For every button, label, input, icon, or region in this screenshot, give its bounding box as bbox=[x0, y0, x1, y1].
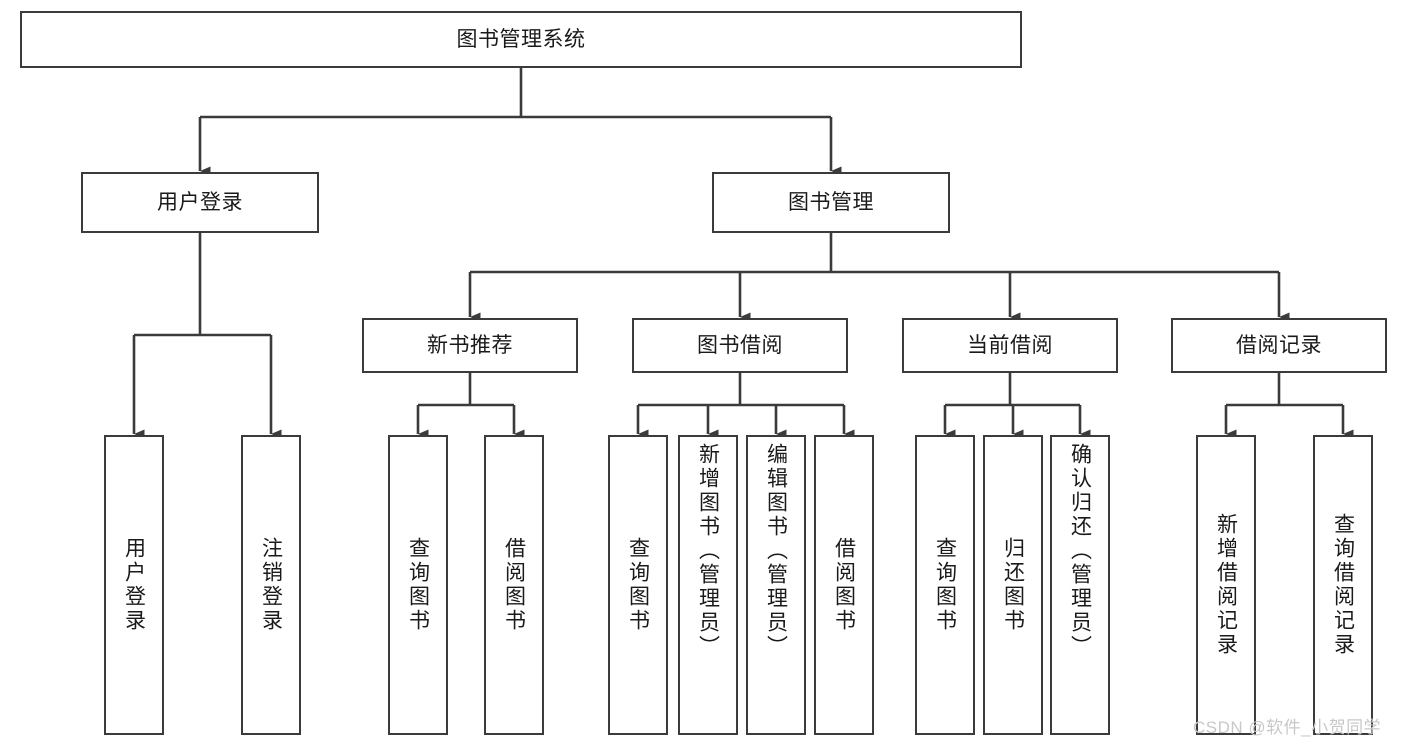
node-label-leaf-add-book: 新增图书（管理员） bbox=[696, 443, 720, 659]
node-label-book-manage: 图书管理 bbox=[788, 190, 874, 214]
node-new-book-recommend[interactable]: 新书推荐 bbox=[362, 318, 578, 373]
node-label-leaf-query-borrow-record: 查询借阅记录 bbox=[1331, 513, 1355, 657]
node-label-leaf-query-book-rec: 查询图书 bbox=[406, 537, 430, 633]
node-user-login[interactable]: 用户登录 bbox=[81, 172, 319, 233]
node-leaf-query-book-borrow[interactable]: 查询图书 bbox=[608, 435, 668, 735]
node-current-borrow[interactable]: 当前借阅 bbox=[902, 318, 1118, 373]
node-label-book-borrow: 图书借阅 bbox=[697, 333, 783, 357]
node-leaf-user-login[interactable]: 用户登录 bbox=[104, 435, 164, 735]
node-leaf-borrow-book[interactable]: 借阅图书 bbox=[814, 435, 874, 735]
node-leaf-query-book-current[interactable]: 查询图书 bbox=[915, 435, 975, 735]
node-leaf-borrow-book-rec[interactable]: 借阅图书 bbox=[484, 435, 544, 735]
node-label-leaf-user-login: 用户登录 bbox=[122, 537, 146, 633]
node-book-manage[interactable]: 图书管理 bbox=[712, 172, 950, 233]
node-leaf-logout[interactable]: 注销登录 bbox=[241, 435, 301, 735]
node-label-leaf-logout: 注销登录 bbox=[259, 537, 283, 633]
node-label-leaf-return-book: 归还图书 bbox=[1001, 537, 1025, 633]
node-label-leaf-edit-book: 编辑图书（管理员） bbox=[764, 443, 788, 659]
node-leaf-confirm-return[interactable]: 确认归还（管理员） bbox=[1050, 435, 1110, 735]
node-root[interactable]: 图书管理系统 bbox=[20, 11, 1022, 68]
node-label-root: 图书管理系统 bbox=[456, 27, 586, 51]
node-leaf-query-borrow-record[interactable]: 查询借阅记录 bbox=[1313, 435, 1373, 735]
node-leaf-edit-book[interactable]: 编辑图书（管理员） bbox=[746, 435, 806, 735]
node-label-new-book-recommend: 新书推荐 bbox=[427, 333, 513, 357]
node-leaf-add-borrow-record[interactable]: 新增借阅记录 bbox=[1196, 435, 1256, 735]
node-label-user-login: 用户登录 bbox=[157, 190, 243, 214]
node-leaf-query-book-rec[interactable]: 查询图书 bbox=[388, 435, 448, 735]
node-label-borrow-record: 借阅记录 bbox=[1236, 333, 1322, 357]
node-label-leaf-borrow-book-rec: 借阅图书 bbox=[502, 537, 526, 633]
node-book-borrow[interactable]: 图书借阅 bbox=[632, 318, 848, 373]
node-label-leaf-query-book-current: 查询图书 bbox=[933, 537, 957, 633]
node-borrow-record[interactable]: 借阅记录 bbox=[1171, 318, 1387, 373]
node-label-leaf-borrow-book: 借阅图书 bbox=[832, 537, 856, 633]
node-label-current-borrow: 当前借阅 bbox=[967, 333, 1053, 357]
node-leaf-add-book[interactable]: 新增图书（管理员） bbox=[678, 435, 738, 735]
csdn-watermark: CSDN @软件_小贺同学 bbox=[1193, 718, 1382, 737]
node-leaf-return-book[interactable]: 归还图书 bbox=[983, 435, 1043, 735]
node-label-leaf-confirm-return: 确认归还（管理员） bbox=[1068, 443, 1092, 659]
node-label-leaf-query-book-borrow: 查询图书 bbox=[626, 537, 650, 633]
node-label-leaf-add-borrow-record: 新增借阅记录 bbox=[1214, 513, 1238, 657]
